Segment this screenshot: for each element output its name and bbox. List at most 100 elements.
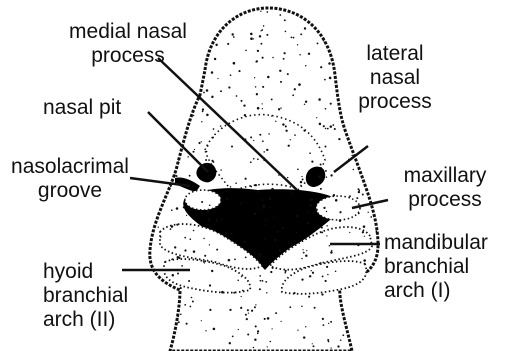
stipple-dot [152,207,154,209]
stipple-dot [170,228,172,230]
stipple-dot [363,259,366,262]
stipple-dot [240,202,242,204]
stipple-dot [323,125,325,127]
stipple-dot [312,272,314,274]
stipple-dot [358,213,360,215]
stipple-dot [150,85,153,88]
stipple-dot [271,115,272,116]
stipple-dot [259,288,261,290]
stipple-dot [310,204,312,206]
stipple-dot [272,328,273,329]
stipple-dot [275,121,276,122]
stipple-dot [176,224,178,226]
stipple-dot [173,307,175,309]
stipple-dot [256,60,258,62]
stipple-dot [331,250,333,252]
stipple-dot [151,150,153,152]
stipple-dot [266,11,268,13]
stipple-dot [182,90,184,92]
stipple-dot [154,124,155,125]
stipple-dot [193,151,195,153]
stipple-dot [301,278,303,280]
stipple-dot [214,58,216,60]
stipple-dot [207,210,210,213]
stipple-dot [254,77,255,78]
stipple-dot [340,339,342,341]
stipple-dot [231,33,233,35]
stipple-dot [219,17,221,19]
stipple-dot [170,128,171,129]
stipple-dot [363,18,365,20]
stipple-dot [225,17,226,18]
stipple-dot [229,309,231,311]
stipple-dot [278,108,280,110]
stipple-dot [266,34,268,36]
stipple-dot [264,318,266,320]
stipple-dot [209,309,211,311]
stipple-dot [285,31,287,33]
stipple-dot [211,270,213,272]
stipple-dot [216,249,218,251]
stipple-dot [201,141,202,142]
stipple-dot [372,325,374,327]
stipple-dot [307,211,308,212]
stipple-dot [303,129,305,131]
stipple-dot [244,241,246,243]
stipple-dot [184,304,186,306]
stipple-dot [279,14,281,16]
stipple-dot [339,211,341,213]
stipple-dot [263,205,266,208]
stipple-dot [292,94,294,96]
stipple-dot [280,81,282,83]
left-maxillary-process [185,190,221,210]
stipple-dot [372,301,373,302]
stipple-dot [207,145,209,147]
stipple-dot [201,320,202,321]
stipple-dot [272,267,274,269]
stipple-dot [171,225,174,228]
stipple-dot [356,197,358,199]
stipple-dot [349,195,351,197]
stipple-dot [363,138,366,141]
stipple-dot [193,115,194,116]
stipple-dot [161,134,163,136]
stipple-dot [266,292,267,293]
stipple-dot [259,256,261,258]
stipple-dot [184,237,186,239]
stipple-dot [255,325,257,327]
stipple-dot [375,166,376,167]
stipple-dot [264,238,266,240]
stipple-dot [175,110,176,111]
stipple-dot [248,312,249,313]
stipple-dot [358,191,360,193]
stipple-dot [323,40,325,42]
stipple-dot [208,220,209,221]
stipple-dot [155,80,157,82]
stipple-dot [309,275,311,277]
stipple-dot [323,207,325,209]
stipple-dot [254,212,257,215]
stipple-dot [311,270,312,271]
stipple-dot [184,68,185,69]
stipple-dot [257,191,259,193]
stipple-dot [325,128,327,130]
stipple-dot [186,323,188,325]
stipple-dot [228,86,230,88]
stipple-dot [361,336,362,337]
stipple-dot [170,185,172,187]
stipple-dot [364,340,366,342]
stipple-dot [154,345,156,347]
stipple-dot [205,330,206,331]
stipple-dot [330,174,332,176]
stipple-dot [270,271,272,273]
stipple-dot [172,274,175,277]
stipple-dot [150,151,152,153]
stipple-dot [379,12,380,13]
stipple-dot [274,239,276,241]
stipple-dot [255,304,256,305]
stipple-dot [151,130,153,132]
stipple-dot [229,342,231,344]
stipple-dot [188,280,190,282]
stipple-dot [322,275,324,277]
